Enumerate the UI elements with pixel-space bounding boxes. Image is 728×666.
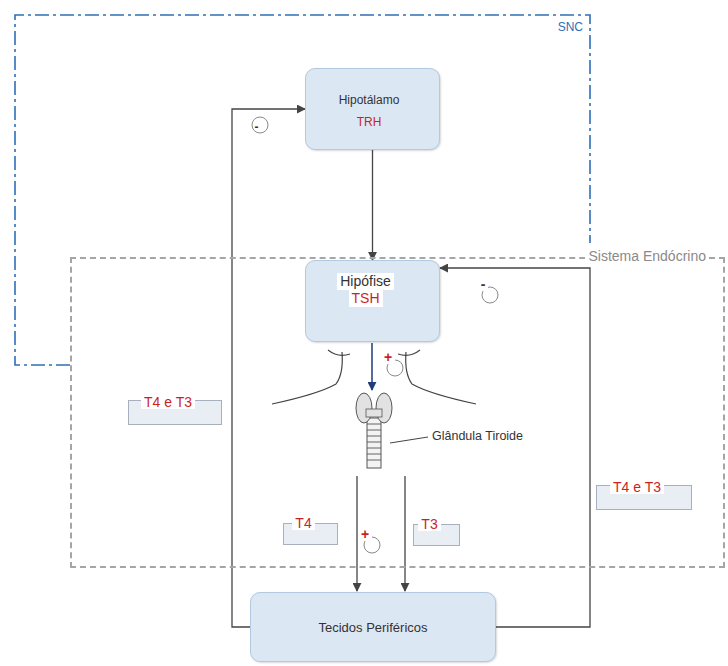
trachea-rings <box>367 424 381 460</box>
neck-outline <box>272 352 342 404</box>
node-title: SNC <box>558 20 583 34</box>
cns-region: SNC HipotálamoTRH - <box>15 15 590 365</box>
region-outline <box>15 15 590 365</box>
feedback-arrow <box>232 109 305 627</box>
hormone-tag: T4 e T3 <box>128 400 222 425</box>
jaw-outline <box>328 350 350 355</box>
feedback-arrow <box>372 150 373 260</box>
node-title: Sistema Endócrino <box>585 248 709 264</box>
circle-outline <box>251 116 269 134</box>
hormone-tag: T3 <box>413 524 460 546</box>
sign-circle: + <box>386 359 404 377</box>
stimulus-arrow <box>371 343 373 390</box>
endocrine-region: Sistema EndócrinoHipófiseTSH-+T4 e T3T4 … <box>70 257 725 568</box>
node-title: - <box>255 121 259 134</box>
node-title: T3 <box>418 517 440 531</box>
node-title: Tecidos Periféricos <box>318 619 427 636</box>
hormone-tag: T4 <box>283 523 338 545</box>
node-title: T4 e T3 <box>610 480 664 494</box>
hormone-name: TSH <box>349 290 383 307</box>
hormone-tag: T4 e T3 <box>596 485 692 510</box>
hormone-name: TRH <box>357 114 382 131</box>
process-box: Tecidos Periféricos <box>250 592 496 662</box>
node-title: Hipotálamo <box>339 92 400 109</box>
node-title: + <box>358 528 372 541</box>
node-title: T4 e T3 <box>141 395 195 409</box>
thyroid-isthmus <box>366 409 382 417</box>
hormone-arrow <box>404 476 405 591</box>
thyroid-lobe <box>376 393 392 423</box>
node-title: T4 <box>292 516 314 530</box>
jaw-outline <box>398 350 420 355</box>
region-outline <box>15 15 590 365</box>
node-title: - <box>478 278 489 291</box>
sign-circle: - <box>251 116 269 134</box>
sign-circle: + <box>363 536 381 554</box>
process-box: HipófiseTSH <box>305 260 440 342</box>
sign-circle: - <box>481 286 499 304</box>
trachea <box>367 418 381 468</box>
circle-outline <box>252 117 268 133</box>
node-title: Hipófise <box>337 273 394 290</box>
node-title: + <box>381 351 395 364</box>
process-box: HipotálamoTRH <box>305 68 440 150</box>
part-label: Glândula Tiroide <box>432 429 523 443</box>
neck-outline <box>406 352 476 404</box>
leader-line <box>390 437 428 443</box>
thyroid-lobe <box>356 393 372 423</box>
feedback-arrow <box>440 268 590 627</box>
